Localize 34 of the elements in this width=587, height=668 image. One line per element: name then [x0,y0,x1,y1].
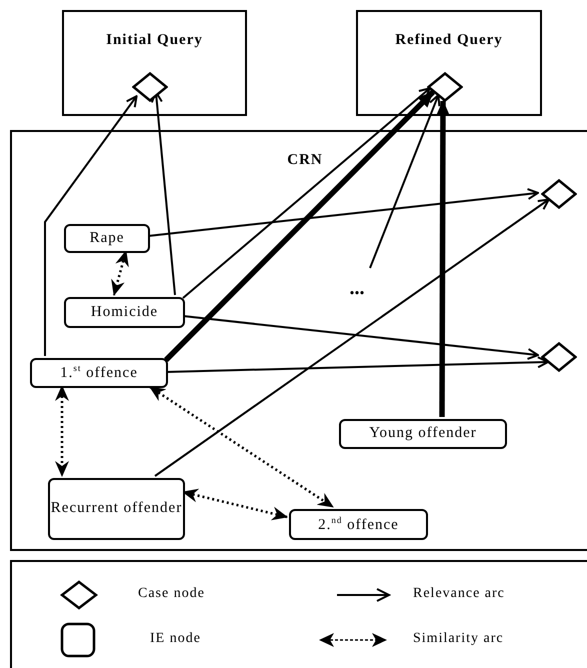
case-diamond [132,72,168,102]
similarity-arrow [111,250,129,296]
case-diamond [541,342,577,372]
relevance-arrow [44,95,138,356]
similarity-arrow [55,385,69,477]
similarity-arrow [149,386,334,508]
box-title: Initial Query [105,32,204,49]
case-diamond [427,72,463,102]
ellipsis-text: ... [337,274,377,302]
query-box [62,10,247,116]
ie-node-box: Recurrent offender [48,478,185,540]
network-panel [10,130,587,551]
box-title: Refined Query [394,32,504,49]
legend-label: Similarity arc [413,631,504,647]
ie-node-box: 1.$^{st}$ offence [30,358,168,388]
relevance-arrow [369,94,440,268]
legend-label: Case node [138,586,205,602]
relevance-arrow [164,90,435,362]
relevance-arrow [182,87,431,299]
ie-node-box: 2.$^{nd}$ offence [289,509,428,540]
legend-label: IE node [150,631,201,647]
ie-node-box: Homicide [64,297,185,328]
case-diamond [541,179,577,209]
ie-node-box: Young offender [339,419,507,449]
legend-label: Relevance arc [413,586,505,602]
box-title: CRN [286,152,324,169]
ie-node-box: Rape [64,224,150,253]
relevance-arrow [154,198,550,477]
relevance-arrow [436,100,450,417]
relevance-arrow [148,188,539,237]
query-box [356,10,542,116]
relevance-arrow [182,315,539,360]
relevance-arrow [166,356,549,373]
similarity-arrow [182,488,288,520]
